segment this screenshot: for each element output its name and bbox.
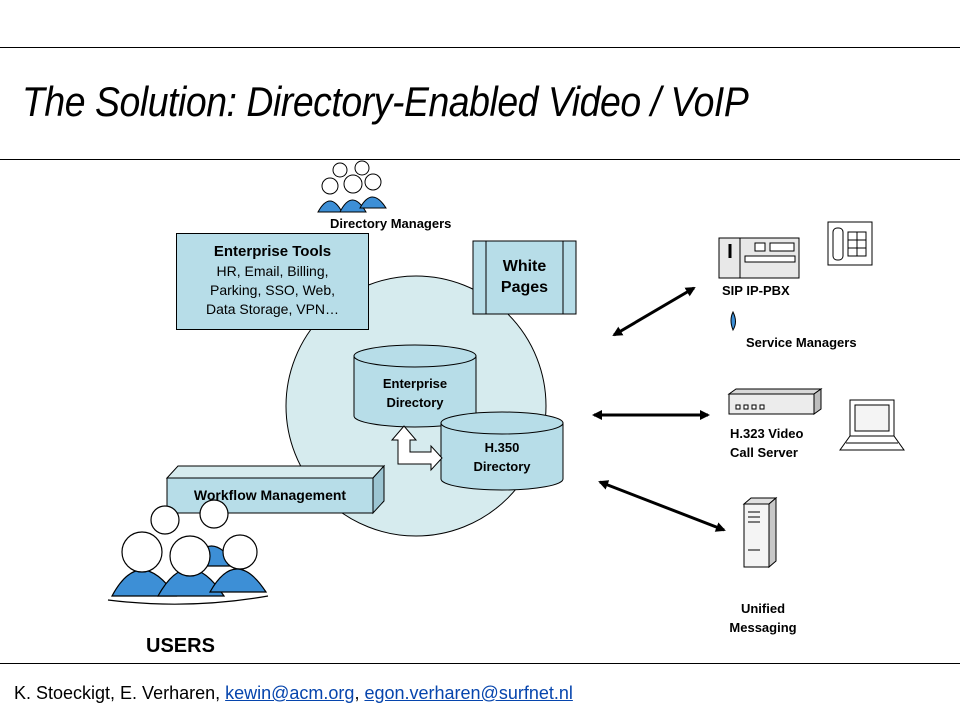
email-link-1[interactable]: kewin@acm.org [225,683,355,703]
enterprise-tools-line-1: HR, Email, Billing, [216,263,329,279]
directory-managers-people-icon [317,160,387,213]
white-pages-line-2: Pages [500,279,549,296]
slide-title: The Solution: Directory-Enabled Video / … [22,78,749,125]
white-pages-line-1: White [502,258,547,275]
laptop-icon [839,399,905,451]
top-rule [0,47,960,48]
footer-separator: , [354,683,365,703]
h350-directory-line-1: H.350 [484,440,520,455]
h323-line-1: H.323 Video [730,426,804,441]
arrow-messaging [598,480,726,532]
video-server-icon [727,388,823,415]
directory-managers-label: Directory Managers [330,216,452,231]
service-managers-label: Service Managers [746,335,857,350]
enterprise-tools-line-3: Data Storage, VPN… [205,301,340,317]
unified-messaging-line-2: Messaging [729,620,797,635]
messaging-server-icon [742,496,778,569]
users-label: USERS [146,635,215,657]
white-pages-book [472,240,577,315]
service-manager-icon [730,310,736,332]
h323-label: H.323 Video Call Server [730,424,803,462]
replication-arrow [390,425,443,472]
enterprise-tools-box: Enterprise Tools HR, Email, Billing, Par… [176,233,369,330]
unified-messaging-label: Unified Messaging [713,599,813,637]
users-people-icon [107,499,269,605]
enterprise-directory-label: Enterprise Directory [354,374,476,412]
arrow-sip [612,286,696,337]
sip-pbx-label: SIP IP-PBX [722,283,790,298]
h323-line-2: Call Server [730,445,798,460]
unified-messaging-line-1: Unified [740,601,786,616]
enterprise-directory-cylinder [353,344,477,428]
footer-credits: K. Stoeckigt, E. Verharen, kewin@acm.org… [14,683,573,704]
pbx-icon [718,237,800,279]
footer-authors: K. Stoeckigt, E. Verharen, [14,683,226,703]
workflow-management-box [165,464,386,515]
footer-rule [0,663,960,664]
h350-directory-cylinder [440,411,564,491]
white-pages-label: White Pages [486,256,563,298]
email-link-2[interactable]: egon.verharen@surfnet.nl [364,683,573,703]
enterprise-directory-line-2: Directory [386,395,444,410]
enterprise-directory-line-1: Enterprise [382,376,448,391]
workflow-management-label: Workflow Management [193,487,347,503]
enterprise-tools-title: Enterprise Tools [213,243,332,260]
title-rule [0,159,960,160]
desk-phone-icon [827,221,873,266]
h350-directory-label: H.350 Directory [441,438,563,476]
h350-directory-line-2: Directory [473,459,531,474]
enterprise-tools-line-2: Parking, SSO, Web, [209,282,335,298]
